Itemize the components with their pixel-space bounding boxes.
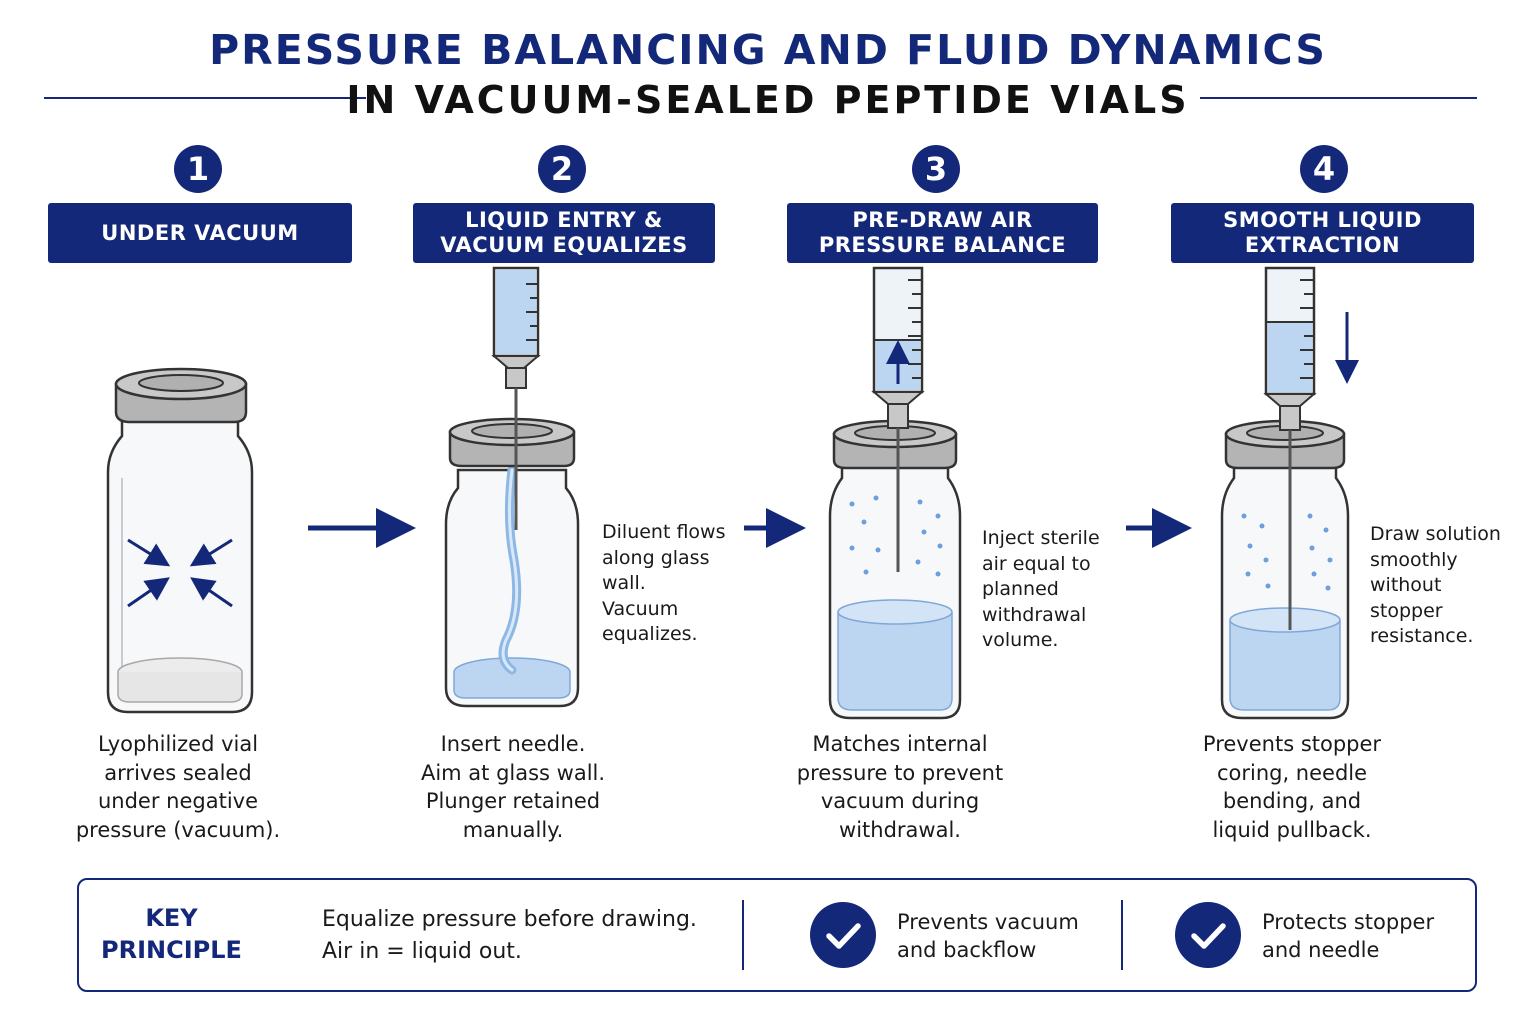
step-3-number: 3 <box>912 145 960 193</box>
benefit-1-line: Prevents vacuum <box>897 910 1079 934</box>
step-4-label: SMOOTH LIQUID EXTRACTION <box>1171 203 1474 263</box>
vial-2-glass <box>444 468 580 708</box>
step-2-note-line: Diluent flows <box>602 521 726 543</box>
step-2-note-line: wall. <box>602 572 646 594</box>
step-3-caption-line: vacuum during <box>820 789 980 813</box>
benefit-1: Prevents vacuum and backflow <box>897 908 1079 964</box>
vacuum-arrow-icon <box>190 577 233 608</box>
step-1-label: UNDER VACUUM <box>48 203 352 263</box>
vial-1-glass <box>106 418 254 714</box>
vial-4-liquid <box>1229 620 1341 711</box>
step-3-note-line: air equal to <box>982 552 1091 575</box>
vial-3-liquid <box>837 612 953 711</box>
vial-2-liquid <box>453 672 571 699</box>
vial-3-air-bubbles <box>849 495 943 577</box>
step-2-caption-line: manually. <box>462 817 564 842</box>
step-1-caption: Lyophilized vial arrives sealed under ne… <box>28 730 328 844</box>
step-2-note-line: Vacuum <box>602 597 679 620</box>
step-1-caption-line: pressure (vacuum). <box>75 817 281 842</box>
key-principle-text-line: Equalize pressure before drawing. <box>322 907 697 932</box>
step-2-caption-line: Insert needle. <box>440 732 586 756</box>
vacuum-arrow-icon <box>127 538 171 567</box>
step-4-number: 4 <box>1300 145 1348 193</box>
step-2-number: 2 <box>538 145 586 193</box>
step-3-note-line: planned <box>982 578 1059 600</box>
key-principle-heading-line: KEY <box>145 904 198 932</box>
step-4-note-line: without <box>1370 574 1442 596</box>
step-1-label-line: UNDER VACUUM <box>101 220 299 245</box>
vacuum-arrow-icon <box>189 538 233 567</box>
step-2-label-line-1: LIQUID ENTRY & <box>465 208 663 232</box>
step-1-caption-line: under negative <box>97 789 259 813</box>
benefit-1-line: and backflow <box>897 938 1037 962</box>
step-4-note: Draw solution smoothly without stopper r… <box>1370 522 1501 650</box>
step-4-label-line-2: EXTRACTION <box>1244 233 1401 257</box>
step-3-caption-line: Matches internal <box>812 732 988 756</box>
step-3-caption: Matches internal pressure to prevent vac… <box>750 730 1050 844</box>
title-line-2: IN VACUUM-SEALED PEPTIDE VIALS <box>346 78 1190 122</box>
key-principle-heading: KEY PRINCIPLE <box>99 902 244 966</box>
check-icon <box>1175 902 1241 968</box>
step-2-caption: Insert needle. Aim at glass wall. Plunge… <box>363 730 663 844</box>
step-1-number: 1 <box>174 145 222 193</box>
benefit-2-line: Protects stopper <box>1262 910 1435 934</box>
step-3-caption-line: pressure to prevent <box>796 760 1004 785</box>
step-3-note: Inject sterile air equal to planned with… <box>982 526 1100 654</box>
step-3-note-line: withdrawal <box>982 603 1087 626</box>
step-4-note-line: Draw solution <box>1370 523 1501 545</box>
step-3-label-line-1: PRE-DRAW AIR <box>852 208 1033 232</box>
step-2-label: LIQUID ENTRY & VACUUM EQUALIZES <box>413 203 715 263</box>
syringe-2-hub <box>505 367 527 389</box>
syringe-3-hub <box>887 403 909 429</box>
title-rule-left <box>44 97 366 99</box>
title-rule-right <box>1200 97 1477 99</box>
step-3-caption-line: withdrawal. <box>839 817 961 842</box>
divider <box>1121 900 1123 970</box>
benefit-2: Protects stopper and needle <box>1262 908 1434 964</box>
vial-1-illustration <box>106 367 254 714</box>
vial-3-liquid-surface <box>837 599 953 625</box>
step-4-caption: Prevents stopper coring, needle bending,… <box>1142 730 1442 844</box>
step-2-caption-line: Aim at glass wall. <box>420 760 606 785</box>
vial-1-cap-ring <box>138 374 224 392</box>
step-4-note-line: resistance. <box>1370 625 1474 647</box>
key-principle-text: Equalize pressure before drawing. Air in… <box>322 904 697 968</box>
vial-4-illustration <box>1220 266 1359 720</box>
step-3-note-line: Inject sterile <box>982 527 1100 549</box>
vial-4-air-bubbles <box>1241 513 1333 591</box>
syringe-4-liquid <box>1268 322 1312 392</box>
key-principle-panel: KEY PRINCIPLE Equalize pressure before d… <box>77 878 1477 992</box>
step-2-caption-line: Plunger retained <box>425 789 601 813</box>
title-line-1: PRESSURE BALANCING AND FLUID DYNAMICS <box>209 26 1327 74</box>
step-4-note-line: stopper <box>1370 599 1443 622</box>
key-principle-heading-line: PRINCIPLE <box>101 936 242 964</box>
syringe-4-hub <box>1279 405 1301 431</box>
vial-4-liquid-surface <box>1229 607 1341 633</box>
vial-2-illustration <box>444 266 580 708</box>
step-1-caption-line: arrives sealed <box>104 760 252 785</box>
step-4-caption-line: Prevents stopper <box>1202 732 1382 756</box>
key-principle-text-line: Air in = liquid out. <box>322 939 522 964</box>
step-4-label-line-1: SMOOTH LIQUID <box>1223 208 1422 232</box>
step-3-label: PRE-DRAW AIR PRESSURE BALANCE <box>787 203 1098 263</box>
check-icon <box>810 902 876 968</box>
divider <box>742 900 744 970</box>
step-4-caption-line: bending, and <box>1222 789 1362 813</box>
step-3-label-line-2: PRESSURE BALANCE <box>818 233 1067 257</box>
step-4-caption-line: coring, needle <box>1216 760 1368 785</box>
vial-1-powder-base <box>117 672 243 703</box>
benefit-2-line: and needle <box>1262 938 1380 962</box>
step-3-note-line: volume. <box>982 629 1059 651</box>
vial-3-illustration <box>828 266 962 720</box>
step-4-caption-line: liquid pullback. <box>1212 817 1372 842</box>
step-2-note-line: equalizes. <box>602 623 698 645</box>
vacuum-arrow-icon <box>127 577 170 608</box>
step-4-note-line: smoothly <box>1370 548 1458 571</box>
step-2-note: Diluent flows along glass wall. Vacuum e… <box>602 520 725 648</box>
step-1-caption-line: Lyophilized vial <box>97 732 259 756</box>
step-2-label-line-2: VACUUM EQUALIZES <box>440 233 688 257</box>
step-2-note-line: along glass <box>602 546 710 569</box>
